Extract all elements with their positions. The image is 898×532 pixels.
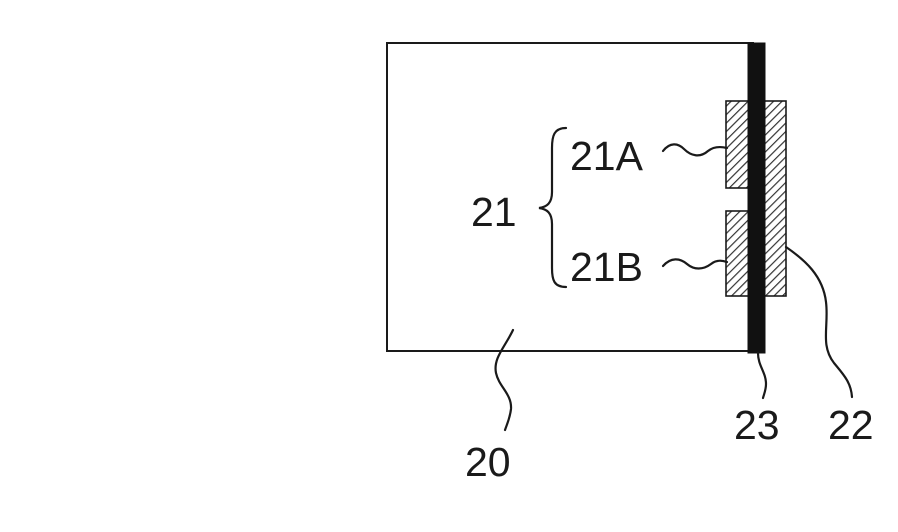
label-21a: 21A [570,133,644,179]
body-block [387,43,753,351]
pad-21b-left [726,211,749,296]
leader-22 [786,247,852,397]
label-21b: 21B [570,244,643,290]
label-23: 23 [734,402,780,448]
label-20: 20 [465,439,511,485]
layer-23 [748,43,765,353]
pad-22-right [764,101,786,296]
label-21: 21 [471,189,517,235]
label-22: 22 [828,402,874,448]
pad-21a-left [726,101,749,188]
leader-23 [758,353,766,398]
